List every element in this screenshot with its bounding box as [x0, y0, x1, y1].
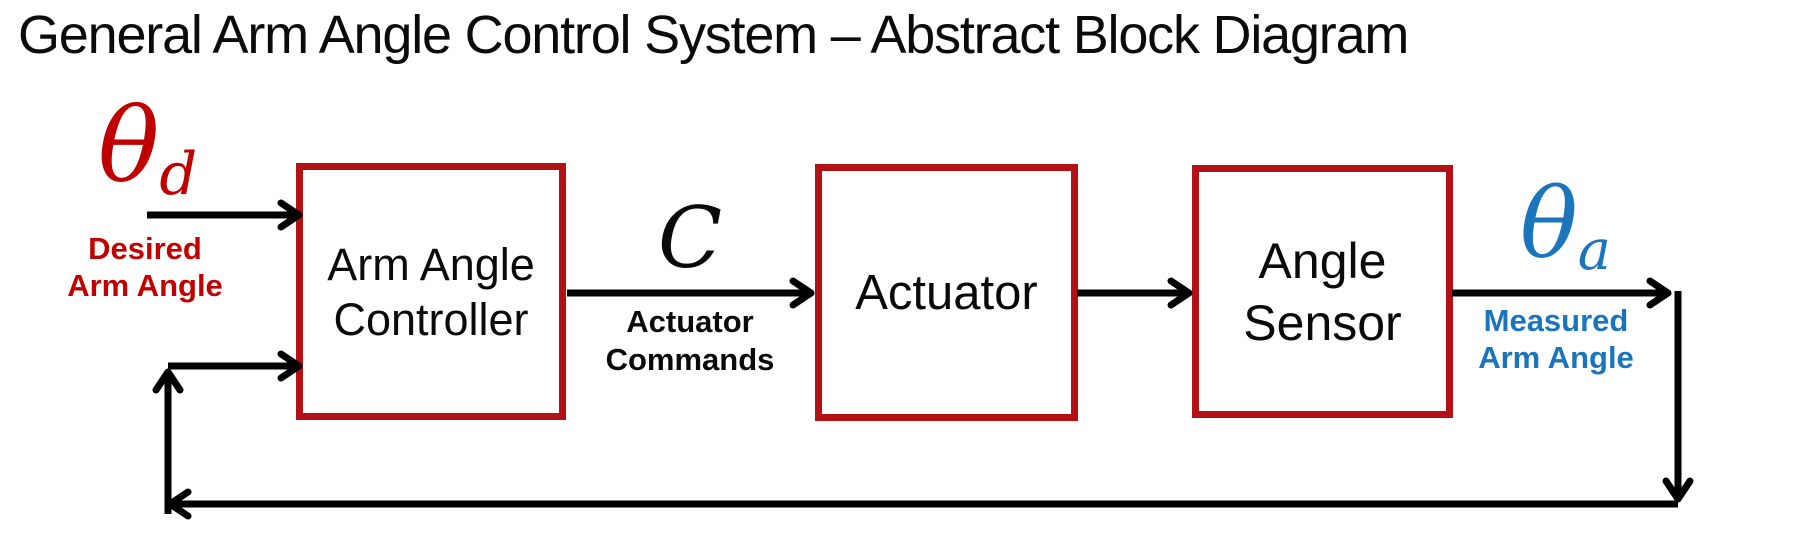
symbol-theta-desired: θd [98, 96, 197, 204]
theta-subscript: d [159, 139, 198, 208]
caption-line: Arm Angle [67, 268, 223, 303]
block-label-line: Angle [1258, 232, 1387, 289]
caption-line: Actuator [626, 304, 754, 339]
block-label-line: Actuator [855, 265, 1038, 320]
caption-measured-arm-angle: Measured Arm Angle [1450, 302, 1662, 376]
c-glyph: C [657, 189, 723, 287]
block-actuator: Actuator [815, 164, 1078, 421]
block-arm-angle-controller: Arm Angle Controller [296, 163, 566, 420]
caption-desired-arm-angle: Desired Arm Angle [40, 230, 250, 304]
block-angle-sensor: Angle Sensor [1192, 165, 1453, 418]
symbol-command: C [590, 196, 790, 280]
block-label-line: Controller [333, 293, 529, 345]
diagram-title: General Arm Angle Control System – Abstr… [18, 5, 1409, 65]
theta-subscript: a [1577, 218, 1611, 284]
block-label-line: Arm Angle [327, 238, 535, 290]
block-label-line: Sensor [1243, 294, 1402, 351]
caption-actuator-commands: Actuator Commands [580, 303, 800, 379]
caption-line: Desired [88, 231, 202, 266]
caption-line: Commands [605, 342, 775, 377]
symbol-theta-measured: θa [1520, 176, 1611, 279]
caption-line: Measured [1483, 303, 1629, 338]
caption-line: Arm Angle [1478, 340, 1634, 375]
theta-glyph: θ [1520, 168, 1578, 280]
theta-glyph: θ [98, 87, 160, 206]
